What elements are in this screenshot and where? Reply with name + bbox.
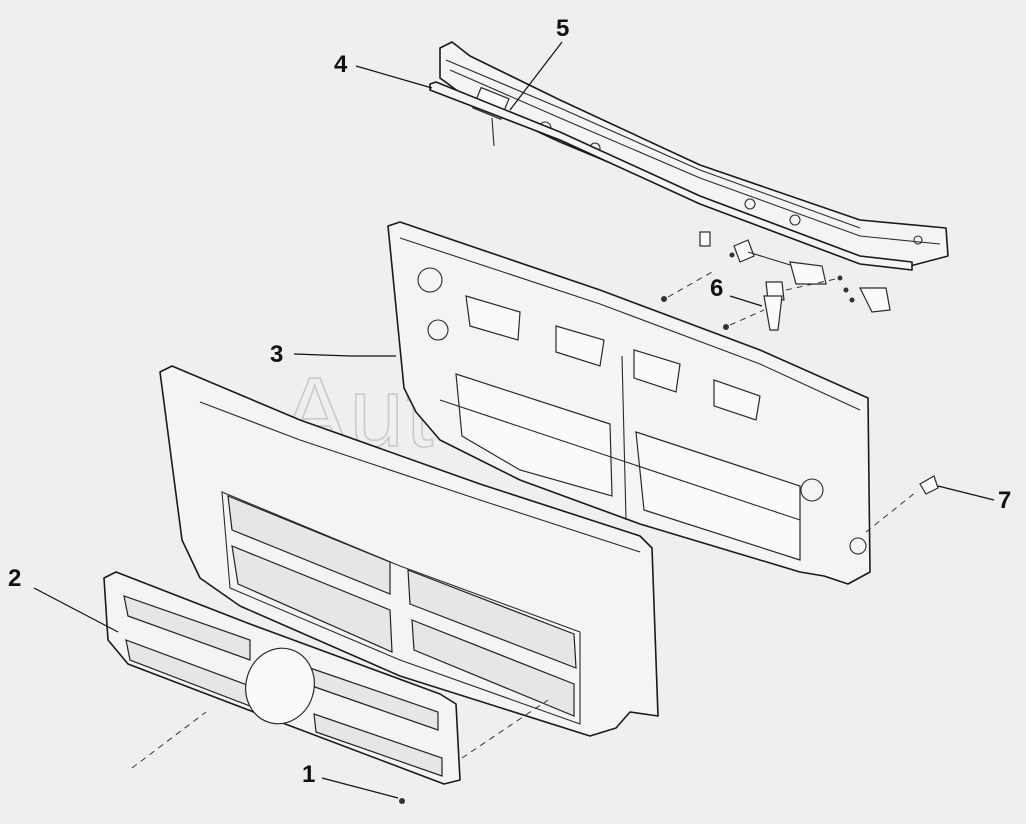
leader-line-4 xyxy=(355,65,433,89)
leader-line-6 xyxy=(729,295,763,307)
leader-line-5 xyxy=(509,41,563,111)
callout-1: 1 xyxy=(302,761,315,788)
leader-line-3 xyxy=(293,353,396,357)
callout-6: 6 xyxy=(710,275,723,302)
latch-hardware xyxy=(661,231,891,331)
callout-5: 5 xyxy=(556,15,569,42)
fastener-part xyxy=(399,798,405,804)
leader-line-2 xyxy=(33,587,119,633)
upper-cross-beam xyxy=(439,41,949,267)
callout-2: 2 xyxy=(8,565,21,592)
clip-part xyxy=(919,475,939,495)
bolt-icon xyxy=(729,252,735,258)
screw-icon xyxy=(399,798,405,804)
callout-7: 7 xyxy=(998,487,1011,514)
bolt-icon xyxy=(843,287,849,293)
inner-panel xyxy=(387,221,871,585)
bolt-icon xyxy=(661,296,667,302)
alignment-line xyxy=(131,711,207,769)
bolt-icon xyxy=(723,324,729,330)
outer-hood-panel xyxy=(159,365,659,737)
leader-line-1 xyxy=(321,777,399,799)
leader-line-7 xyxy=(937,485,995,501)
bolt-icon xyxy=(849,297,855,303)
alignment-line xyxy=(865,491,917,533)
lower-rail xyxy=(429,81,913,271)
callout-3: 3 xyxy=(270,341,283,368)
callout-4: 4 xyxy=(334,51,348,78)
front-grille xyxy=(103,571,461,785)
badge-emblem xyxy=(245,647,315,725)
